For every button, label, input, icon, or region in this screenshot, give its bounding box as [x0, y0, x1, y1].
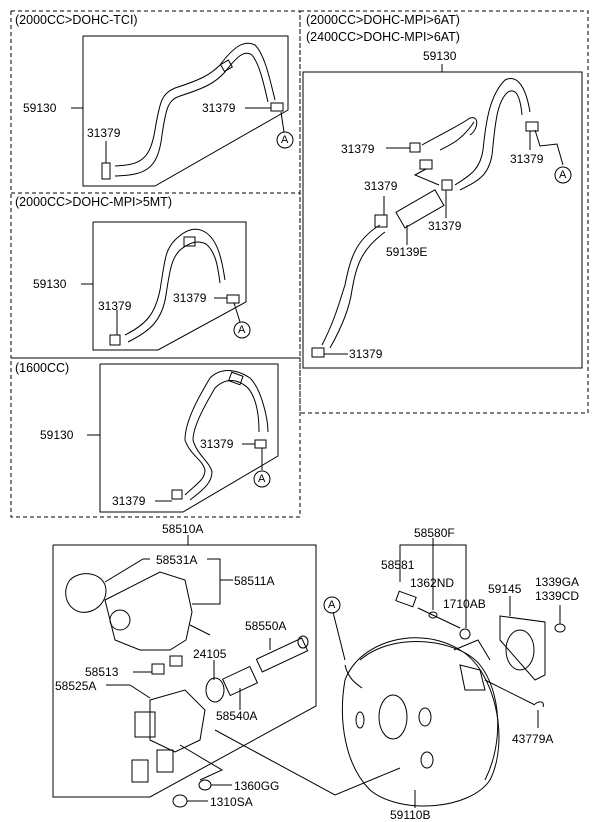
nut-1339CD-label[interactable]: 1339CD [535, 589, 580, 603]
tci-header: (2000CC>DOHC-TCI) [15, 13, 138, 27]
oring-label[interactable]: 24105 [193, 647, 227, 661]
frame-mpi5mt [10, 192, 301, 359]
tci-clamp-right [270, 102, 284, 112]
tci-clamp-label-b[interactable]: 31379 [87, 126, 121, 140]
tci-group [71, 35, 294, 187]
nut-label[interactable]: 1310SA [210, 795, 253, 809]
grommet-label[interactable]: 58513 [85, 665, 119, 679]
tci-hose-label[interactable]: 59130 [23, 101, 57, 115]
mpi5mt-ref-label: A [238, 324, 246, 336]
mpi5mt-clamp-right [226, 294, 240, 304]
washer-label[interactable]: 1360GG [234, 779, 280, 793]
booster-ref-label: A [328, 599, 336, 611]
clevis-pin-label[interactable]: 58581 [381, 558, 415, 572]
mpi6at-hose-left [421, 117, 478, 151]
mpi6at-clamp-label-3[interactable]: 31379 [364, 179, 398, 193]
cc1600-clamp-right [254, 439, 267, 449]
tci-ref-circle [276, 131, 294, 149]
clip-label[interactable]: 1362ND [410, 576, 455, 590]
mpi5mt-header: (2000CC>DOHC-MPI>5MT) [15, 195, 172, 209]
washer-1360GG [198, 779, 212, 791]
cc1600-box [99, 363, 279, 513]
tci-ref-label: A [281, 134, 289, 146]
tci-clamp-bottom [101, 162, 111, 180]
reservoir-body [104, 571, 193, 651]
mpi6at-hose-label[interactable]: 59130 [423, 49, 457, 63]
spring-58540A [221, 665, 259, 697]
cc1600-clamp-label-a[interactable]: 31379 [200, 437, 234, 451]
mpi6at-header-1: (2000CC>DOHC-MPI>6AT) [306, 13, 460, 27]
cc1600-ref-circle [253, 470, 271, 488]
master-cylinder-group [52, 535, 401, 808]
nut-1339 [554, 623, 566, 633]
clevis-kit-label[interactable]: 58580F [414, 526, 455, 540]
master-cylinder-assembly-label[interactable]: 58510A [162, 522, 204, 536]
master-cylinder-box [52, 544, 317, 798]
section-frames [10, 10, 589, 518]
reservoir-label[interactable]: 58511A [234, 574, 275, 588]
cc1600-ref-label: A [258, 473, 266, 485]
mpi6at-valve [395, 189, 445, 229]
cc1600-clamp-marker [228, 371, 244, 386]
mpi6at-clamp-label-5[interactable]: 31379 [349, 347, 383, 361]
cc1600-group [87, 363, 279, 513]
cc1600-hose [184, 370, 269, 501]
mpi5mt-clamp-marker [183, 236, 196, 247]
gasket-label[interactable]: 59145 [488, 582, 522, 596]
mpi5mt-ref-circle [233, 321, 251, 339]
tci-clamp-label-a[interactable]: 31379 [202, 101, 236, 115]
tci-box [82, 35, 289, 187]
mpi6at-hose-lower [321, 224, 386, 349]
booster-assembly-label[interactable]: 59110B [390, 808, 431, 822]
mpi6at-clamp-label-2[interactable]: 31379 [510, 152, 544, 166]
mpi6at-hose-upper [454, 78, 531, 191]
spring-label[interactable]: 58540A [216, 709, 258, 723]
mpi6at-clamp-label-1[interactable]: 31379 [341, 142, 375, 156]
oring-24105 [205, 677, 225, 703]
snap-pin-43779A [534, 701, 544, 708]
booster-ref-circle [323, 596, 341, 614]
mpi6at-header-2: (2400CC>DOHC-MPI>6AT) [306, 30, 460, 44]
mpi5mt-hose-label[interactable]: 59130 [33, 277, 67, 291]
mpi6at-valve-label[interactable]: 59139E [386, 245, 428, 259]
frame-mpi6at [299, 10, 589, 414]
mpi5mt-box [92, 221, 247, 351]
booster-group [323, 538, 566, 808]
mpi6at-clamp-label-4[interactable]: 31379 [428, 219, 462, 233]
cc1600-hose-label[interactable]: 59130 [40, 428, 74, 442]
mpi6at-ref-label: A [559, 169, 567, 181]
tci-clamp-marker [219, 59, 234, 73]
nut-1339GA-label[interactable]: 1339GA [535, 575, 580, 589]
reservoir-cap-label[interactable]: 58531A [156, 553, 198, 567]
mpi5mt-clamp-label-b[interactable]: 31379 [173, 291, 207, 305]
nut-1310SA [172, 794, 188, 808]
tci-hose [114, 42, 276, 177]
pin-label[interactable]: 58525A [55, 679, 97, 693]
kit-label[interactable]: 58550A [245, 619, 287, 633]
mpi6at-ref-circle [554, 166, 572, 184]
gasket-59145 [499, 615, 546, 681]
clevis-pin-58581 [395, 590, 417, 608]
cc1600-header: (1600CC) [15, 361, 70, 375]
mpi5mt-clamp-label-a[interactable]: 31379 [98, 299, 132, 313]
cc1600-clamp-label-b[interactable]: 31379 [112, 494, 146, 508]
snap-pin-label[interactable]: 43779A [512, 732, 554, 746]
mpi6at-group [302, 64, 583, 369]
mpi5mt-clamp-bottom [109, 334, 121, 346]
washer-1710AB-label[interactable]: 1710AB [443, 597, 486, 611]
booster-body [341, 637, 500, 807]
grommet-58513 [151, 663, 165, 675]
reservoir-cap [65, 573, 107, 613]
washer-1710AB [459, 628, 471, 640]
cc1600-clamp-bottom [171, 489, 183, 500]
master-cylinder-body [149, 689, 206, 753]
mpi5mt-hose [124, 228, 226, 343]
mpi5mt-group [81, 221, 251, 351]
kit-58550A [255, 637, 309, 673]
